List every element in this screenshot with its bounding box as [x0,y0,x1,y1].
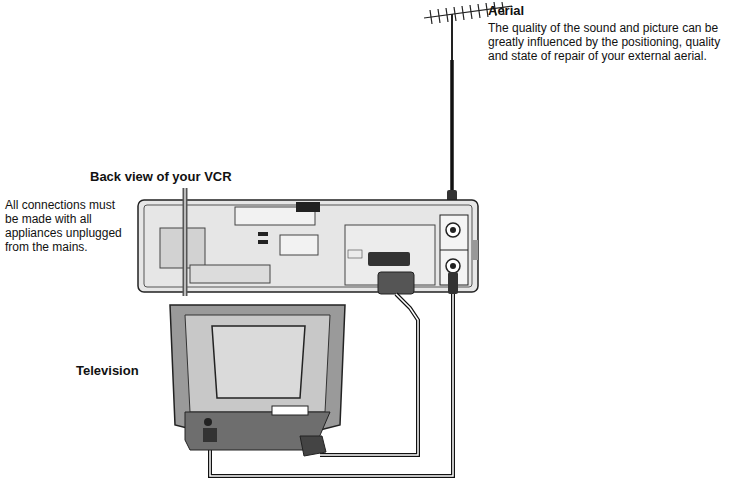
aerial-heading: Aerial [488,4,718,18]
vcr-heading: Back view of your VCR [90,170,290,184]
vcr-back-panel [138,200,478,292]
television-label: Television [76,364,166,378]
aerial-note: The quality of the sound and picture can… [488,21,723,63]
power-cord [185,188,186,296]
safety-note: All connections must be made with all ap… [5,198,123,254]
television-set [170,305,345,456]
aerial-cable [450,60,454,200]
